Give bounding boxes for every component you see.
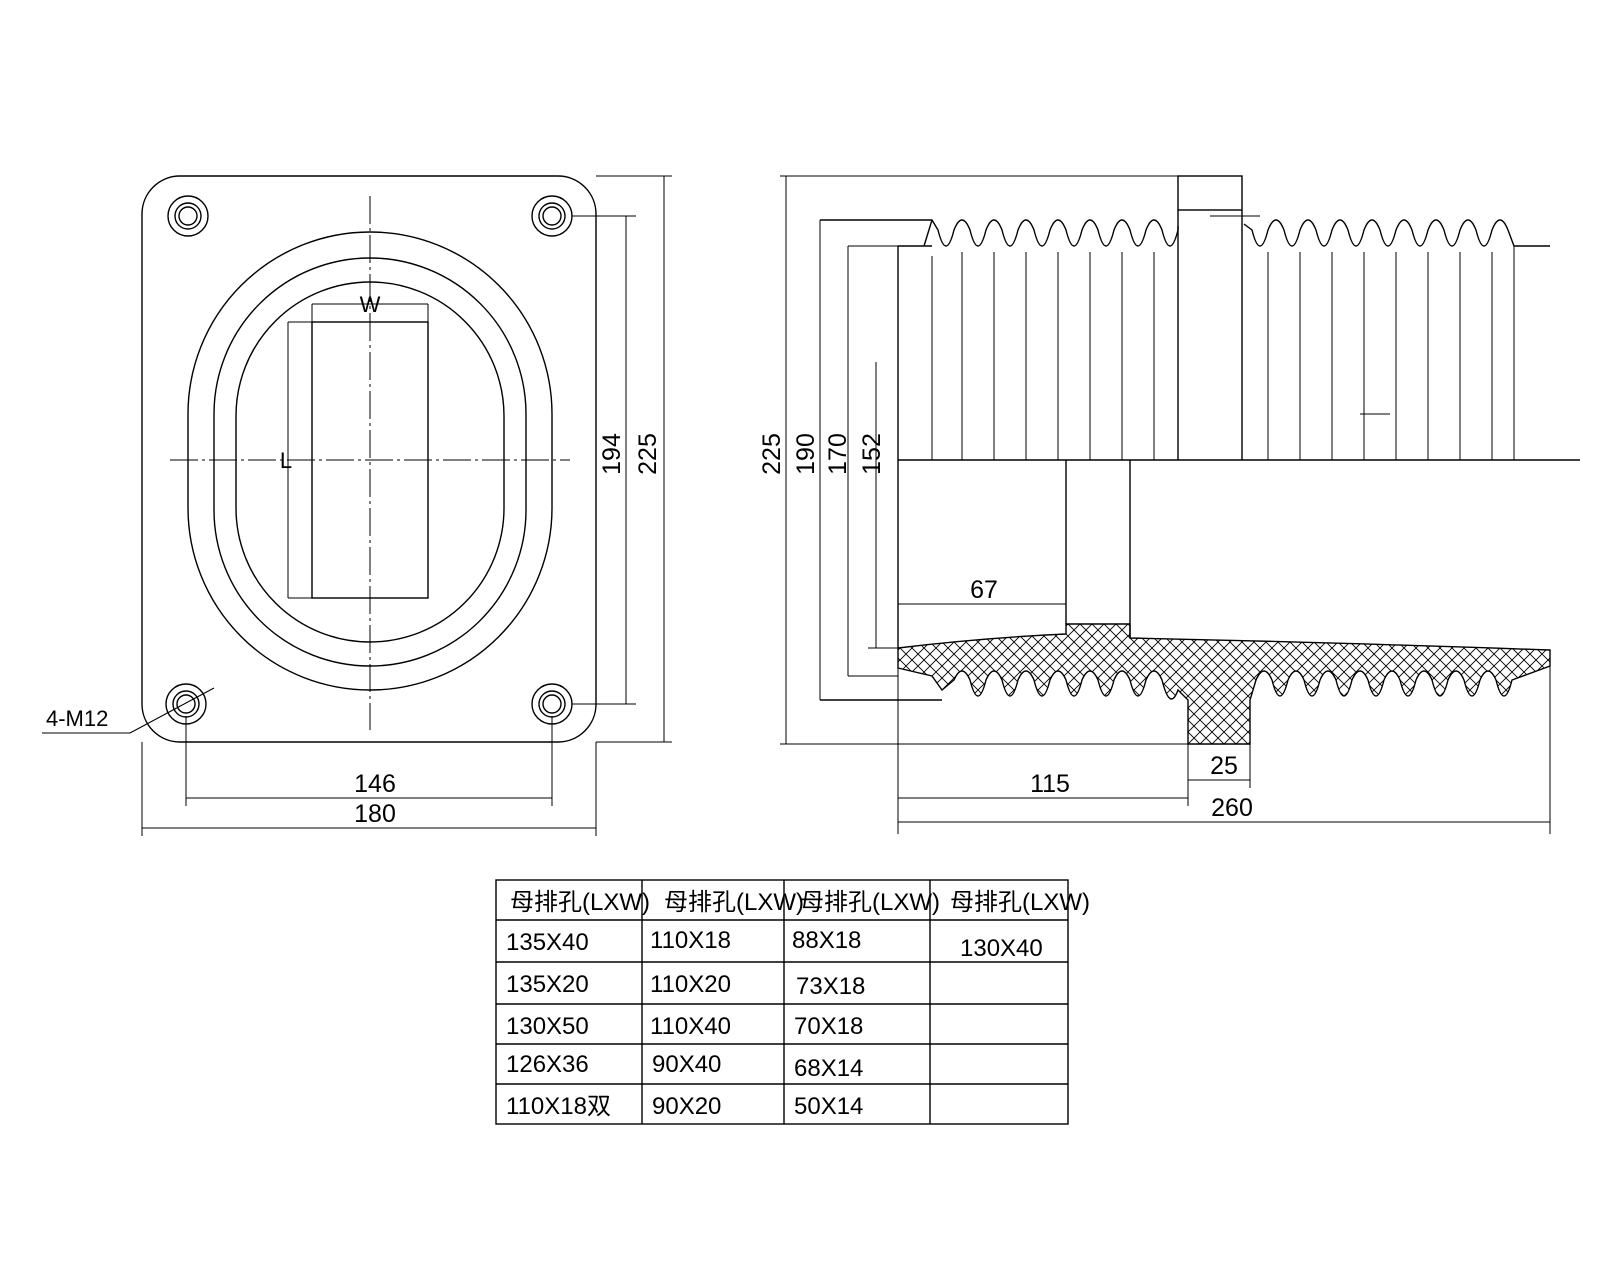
rib-lines xyxy=(931,246,1515,460)
side-flange xyxy=(1177,175,1243,211)
table-cell: 90X40 xyxy=(652,1051,721,1078)
bolt-hole-top-right xyxy=(531,195,573,237)
w-label: W xyxy=(360,292,381,317)
upper-sheds-right xyxy=(1243,219,1550,247)
dim-side-190: 190 xyxy=(792,433,820,475)
table-header: 母排孔(LXW) xyxy=(950,889,1090,916)
dim-height: 225 xyxy=(634,433,662,475)
dim-inner-height: 194 xyxy=(598,433,626,475)
dim-side-115: 115 xyxy=(1030,770,1070,798)
table-header: 母排孔(LXW) xyxy=(664,889,804,916)
dim-side-170: 170 xyxy=(824,433,852,475)
l-label: L xyxy=(280,448,292,473)
dim-side-260: 260 xyxy=(1211,794,1253,822)
table-cell: 110X18 xyxy=(650,927,731,954)
table-header: 母排孔(LXW) xyxy=(510,889,650,916)
dim-side-25: 25 xyxy=(1210,752,1238,780)
table-cell: 110X18双 xyxy=(506,1093,611,1120)
dim-side-152: 152 xyxy=(858,433,886,475)
table-cell: 73X18 xyxy=(796,973,865,1000)
side-view: 225 190 170 152 67 25 115 260 xyxy=(758,175,1580,834)
front-view: W L 4-M12 146 180 xyxy=(42,175,672,836)
table-cell: 130X50 xyxy=(506,1013,589,1040)
table-cell: 110X40 xyxy=(650,1013,731,1040)
table-cell: 130X40 xyxy=(960,935,1043,962)
dim-side-67: 67 xyxy=(970,576,998,604)
upper-sheds-left xyxy=(820,219,1179,247)
table-cell: 135X20 xyxy=(506,971,589,998)
table-cell: 135X40 xyxy=(506,929,589,956)
table-cell: 68X14 xyxy=(794,1055,863,1082)
table-cell: 126X36 xyxy=(506,1051,589,1078)
table-cell: 90X20 xyxy=(652,1093,721,1120)
table-header: 母排孔(LXW) xyxy=(800,889,940,916)
table-cell: 88X18 xyxy=(792,927,861,954)
table-cell: 70X18 xyxy=(794,1013,863,1040)
busbar-hole-table: 母排孔(LXW) 母排孔(LXW) 母排孔(LXW) 母排孔(LXW) 135X… xyxy=(495,879,1090,1125)
bolt-hole-top-left xyxy=(167,195,209,237)
bolt-callout-label: 4-M12 xyxy=(46,706,108,731)
flange-outline xyxy=(141,175,597,743)
section-hatch xyxy=(897,623,1551,745)
table-cell: 110X20 xyxy=(650,971,731,998)
table-cell: 50X14 xyxy=(794,1093,863,1120)
dim-bolt-spacing: 146 xyxy=(354,770,396,798)
dim-side-225: 225 xyxy=(758,433,786,475)
dim-width: 180 xyxy=(354,800,396,828)
